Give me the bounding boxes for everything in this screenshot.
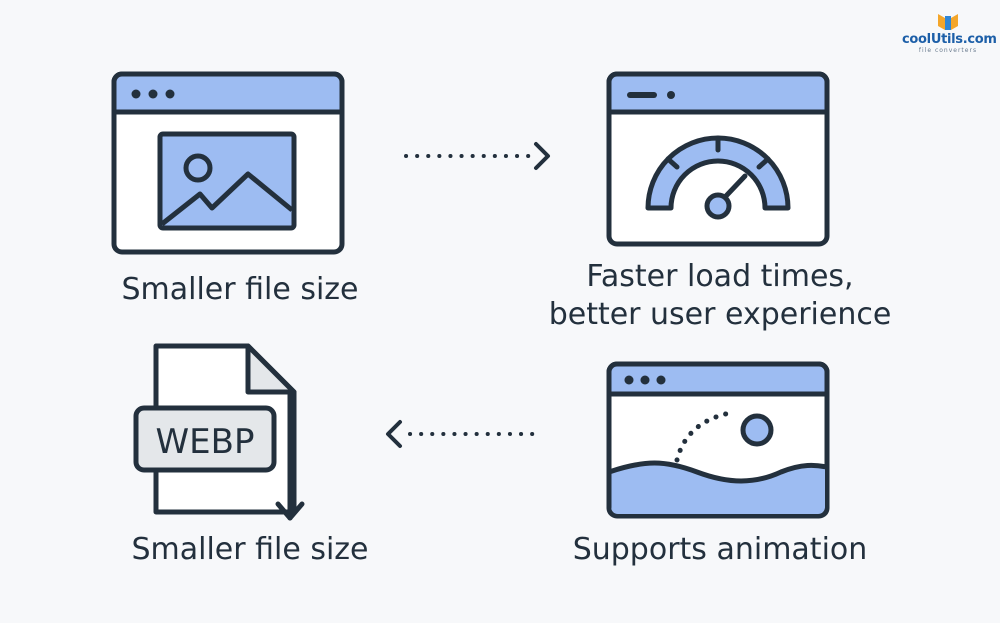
caption-faster-load-times: Faster load times, better user experienc… <box>510 258 930 334</box>
browser-animation-icon <box>606 361 830 519</box>
webp-file-icon: WEBP <box>133 343 305 521</box>
coolutils-logo: coolUtils.com file converters <box>902 12 997 56</box>
browser-speedometer-icon <box>606 71 830 247</box>
logo-mark-icon <box>938 14 958 30</box>
dotted-arrow-left <box>386 420 540 448</box>
caption-line: Smaller file size <box>131 532 369 567</box>
file-format-label: WEBP <box>156 422 255 462</box>
caption-supports-animation: Supports animation <box>510 531 930 569</box>
logo-tagline: file converters <box>918 47 978 54</box>
caption-line: Faster load times, <box>586 259 854 294</box>
caption-line: Smaller file size <box>121 272 359 307</box>
caption-smaller-file-size-bottom: Smaller file size <box>80 531 420 569</box>
logo-name: coolUtils.com <box>902 32 997 47</box>
browser-image-icon <box>111 71 345 255</box>
caption-line: better user experience <box>548 297 892 332</box>
caption-smaller-file-size-top: Smaller file size <box>80 271 400 309</box>
dotted-arrow-right <box>404 142 550 170</box>
caption-line: Supports animation <box>572 532 868 567</box>
